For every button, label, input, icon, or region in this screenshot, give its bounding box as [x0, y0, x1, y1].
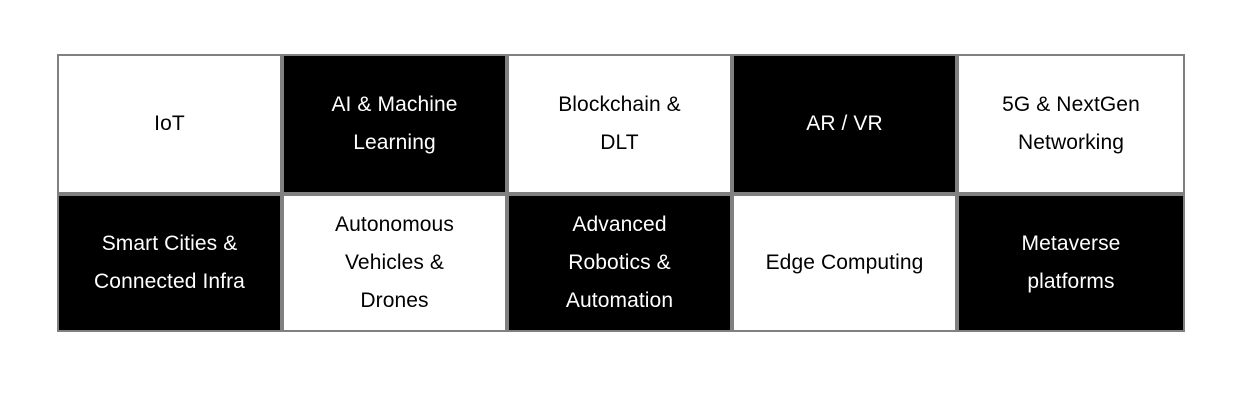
grid-cell-label: Metaverse platforms	[1021, 232, 1121, 293]
technology-category-grid: IoT AI & Machine Learning Blockchain & D…	[57, 54, 1185, 332]
grid-cell-5g-nextgen-networking[interactable]: 5G & NextGen Networking	[957, 54, 1185, 194]
grid-cell-iot[interactable]: IoT	[57, 54, 282, 194]
grid-cell-metaverse-platforms[interactable]: Metaverse platforms	[957, 194, 1185, 332]
grid-cell-label: Autonomous Vehicles & Drones	[335, 213, 454, 312]
grid-cell-label: AI & Machine Learning	[331, 93, 458, 154]
grid-cell-blockchain-dlt[interactable]: Blockchain & DLT	[507, 54, 732, 194]
grid-cell-smart-cities-connected-infra[interactable]: Smart Cities & Connected Infra	[57, 194, 282, 332]
grid-cell-label: Advanced Robotics & Automation	[565, 213, 674, 312]
grid-cell-label: Blockchain & DLT	[558, 93, 681, 154]
grid-cell-ai-machine-learning[interactable]: AI & Machine Learning	[282, 54, 507, 194]
grid-cell-autonomous-vehicles-drones[interactable]: Autonomous Vehicles & Drones	[282, 194, 507, 332]
grid-cell-label: Edge Computing	[765, 251, 924, 274]
grid-cell-label: 5G & NextGen Networking	[1002, 93, 1140, 154]
grid-cell-label: Smart Cities & Connected Infra	[94, 232, 245, 293]
grid-cell-label: IoT	[154, 112, 185, 135]
grid-cell-edge-computing[interactable]: Edge Computing	[732, 194, 957, 332]
grid-cell-advanced-robotics-automation[interactable]: Advanced Robotics & Automation	[507, 194, 732, 332]
grid-cell-ar-vr[interactable]: AR / VR	[732, 54, 957, 194]
grid-cell-label: AR / VR	[806, 112, 883, 135]
